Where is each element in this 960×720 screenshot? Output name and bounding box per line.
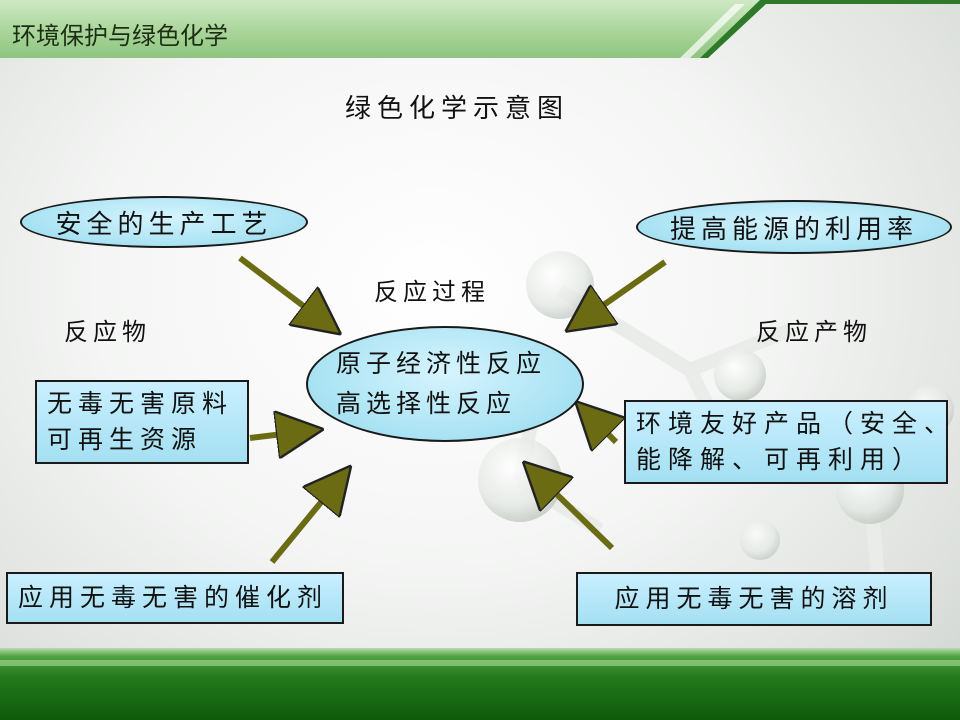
- header-stripe: [680, 0, 960, 58]
- raw-materials-line-2: 可再生资源: [47, 425, 203, 454]
- arrow-catalyst: [269, 484, 336, 564]
- safe-process-label: 安全的生产工艺: [55, 209, 273, 240]
- arrow-process-top-left: [238, 255, 322, 320]
- page-title: 环境保护与绿色化学: [12, 22, 228, 50]
- header-bar: [0, 0, 760, 58]
- products-label: 反应产物: [756, 318, 872, 346]
- center-reaction-node: [306, 326, 584, 442]
- safe-process-node: 安全的生产工艺: [20, 196, 308, 248]
- energy-efficiency-label: 提高能源的利用率: [669, 214, 918, 245]
- solvent-box: 应用无毒无害的溶剂: [576, 572, 932, 626]
- center-line-2: 高选择性反应: [336, 389, 517, 418]
- eco-products-line-2: 能降解、可再利用）: [636, 445, 925, 474]
- diagram-title: 绿色化学示意图: [345, 94, 570, 124]
- catalyst-label: 应用无毒无害的催化剂: [18, 583, 329, 612]
- eco-products-box: 环境友好产品（安全、 能降解、可再利用）: [624, 400, 957, 484]
- solvent-label: 应用无毒无害的溶剂: [614, 584, 894, 613]
- footer-bar: [0, 648, 960, 720]
- raw-materials-box: 无毒无害原料 可再生资源: [35, 380, 249, 464]
- reactants-label: 反应物: [64, 318, 151, 346]
- center-line-1: 原子经济性反应: [336, 349, 547, 378]
- arrow-energy: [585, 259, 667, 318]
- eco-products-line-1: 环境友好产品（安全、: [636, 409, 957, 438]
- process-label: 反应过程: [374, 278, 490, 306]
- energy-efficiency-node: 提高能源的利用率: [636, 200, 952, 254]
- catalyst-box: 应用无毒无害的催化剂: [6, 572, 344, 624]
- footer-highlight: [0, 660, 960, 666]
- raw-materials-line-1: 无毒无害原料: [47, 389, 234, 418]
- arrow-solvent: [540, 478, 615, 551]
- arrow-raw-materials: [249, 432, 300, 438]
- arrow-eco-products: [592, 418, 616, 442]
